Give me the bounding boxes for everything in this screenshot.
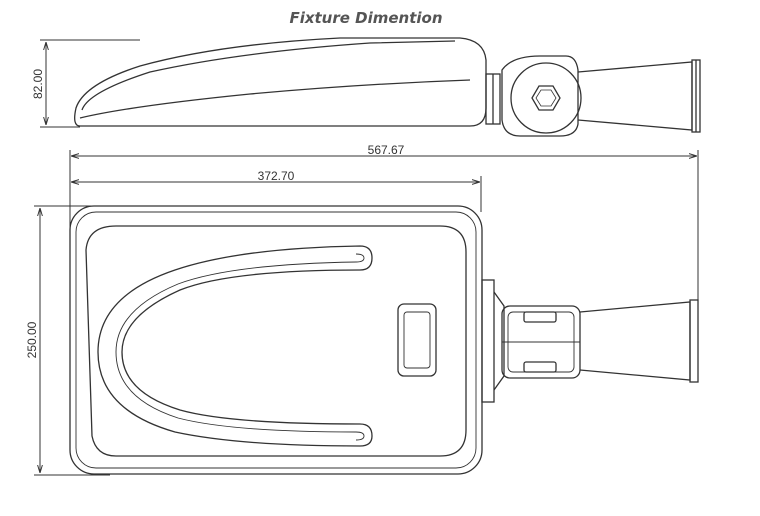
hex-bolt-inner — [535, 89, 557, 107]
body-length-label: 372.70 — [258, 169, 295, 183]
top-lens-area — [85, 225, 467, 457]
diagram-title: Fixture Dimention — [289, 9, 443, 27]
side-housing-contour — [81, 40, 456, 111]
width-dimension — [34, 205, 110, 476]
top-joint-tab-upper — [523, 311, 557, 323]
side-joint — [501, 55, 579, 137]
height-dimension — [40, 39, 140, 128]
u-ridge-inner — [115, 253, 365, 441]
length-dimensions — [69, 150, 699, 300]
top-sensor-window — [397, 303, 437, 377]
top-neck — [481, 279, 495, 403]
side-arm — [577, 61, 693, 131]
top-arm-cap — [689, 299, 699, 383]
top-housing-rim — [75, 211, 477, 469]
hex-bolt-icon — [531, 85, 561, 111]
side-housing-contour-lower — [79, 79, 471, 119]
width-label: 250.00 — [25, 321, 39, 358]
total-length-label: 567.67 — [368, 143, 405, 157]
top-arm — [579, 301, 691, 381]
side-view — [74, 37, 701, 137]
height-label: 82.00 — [31, 69, 45, 99]
top-housing-outer — [69, 205, 483, 475]
top-sensor-window-inner — [403, 311, 431, 369]
top-joint-tab-lower — [523, 361, 557, 373]
top-neck-flare — [493, 291, 505, 391]
top-view — [69, 205, 699, 475]
u-ridge-outer — [97, 245, 373, 447]
side-joint-circle — [510, 62, 582, 134]
